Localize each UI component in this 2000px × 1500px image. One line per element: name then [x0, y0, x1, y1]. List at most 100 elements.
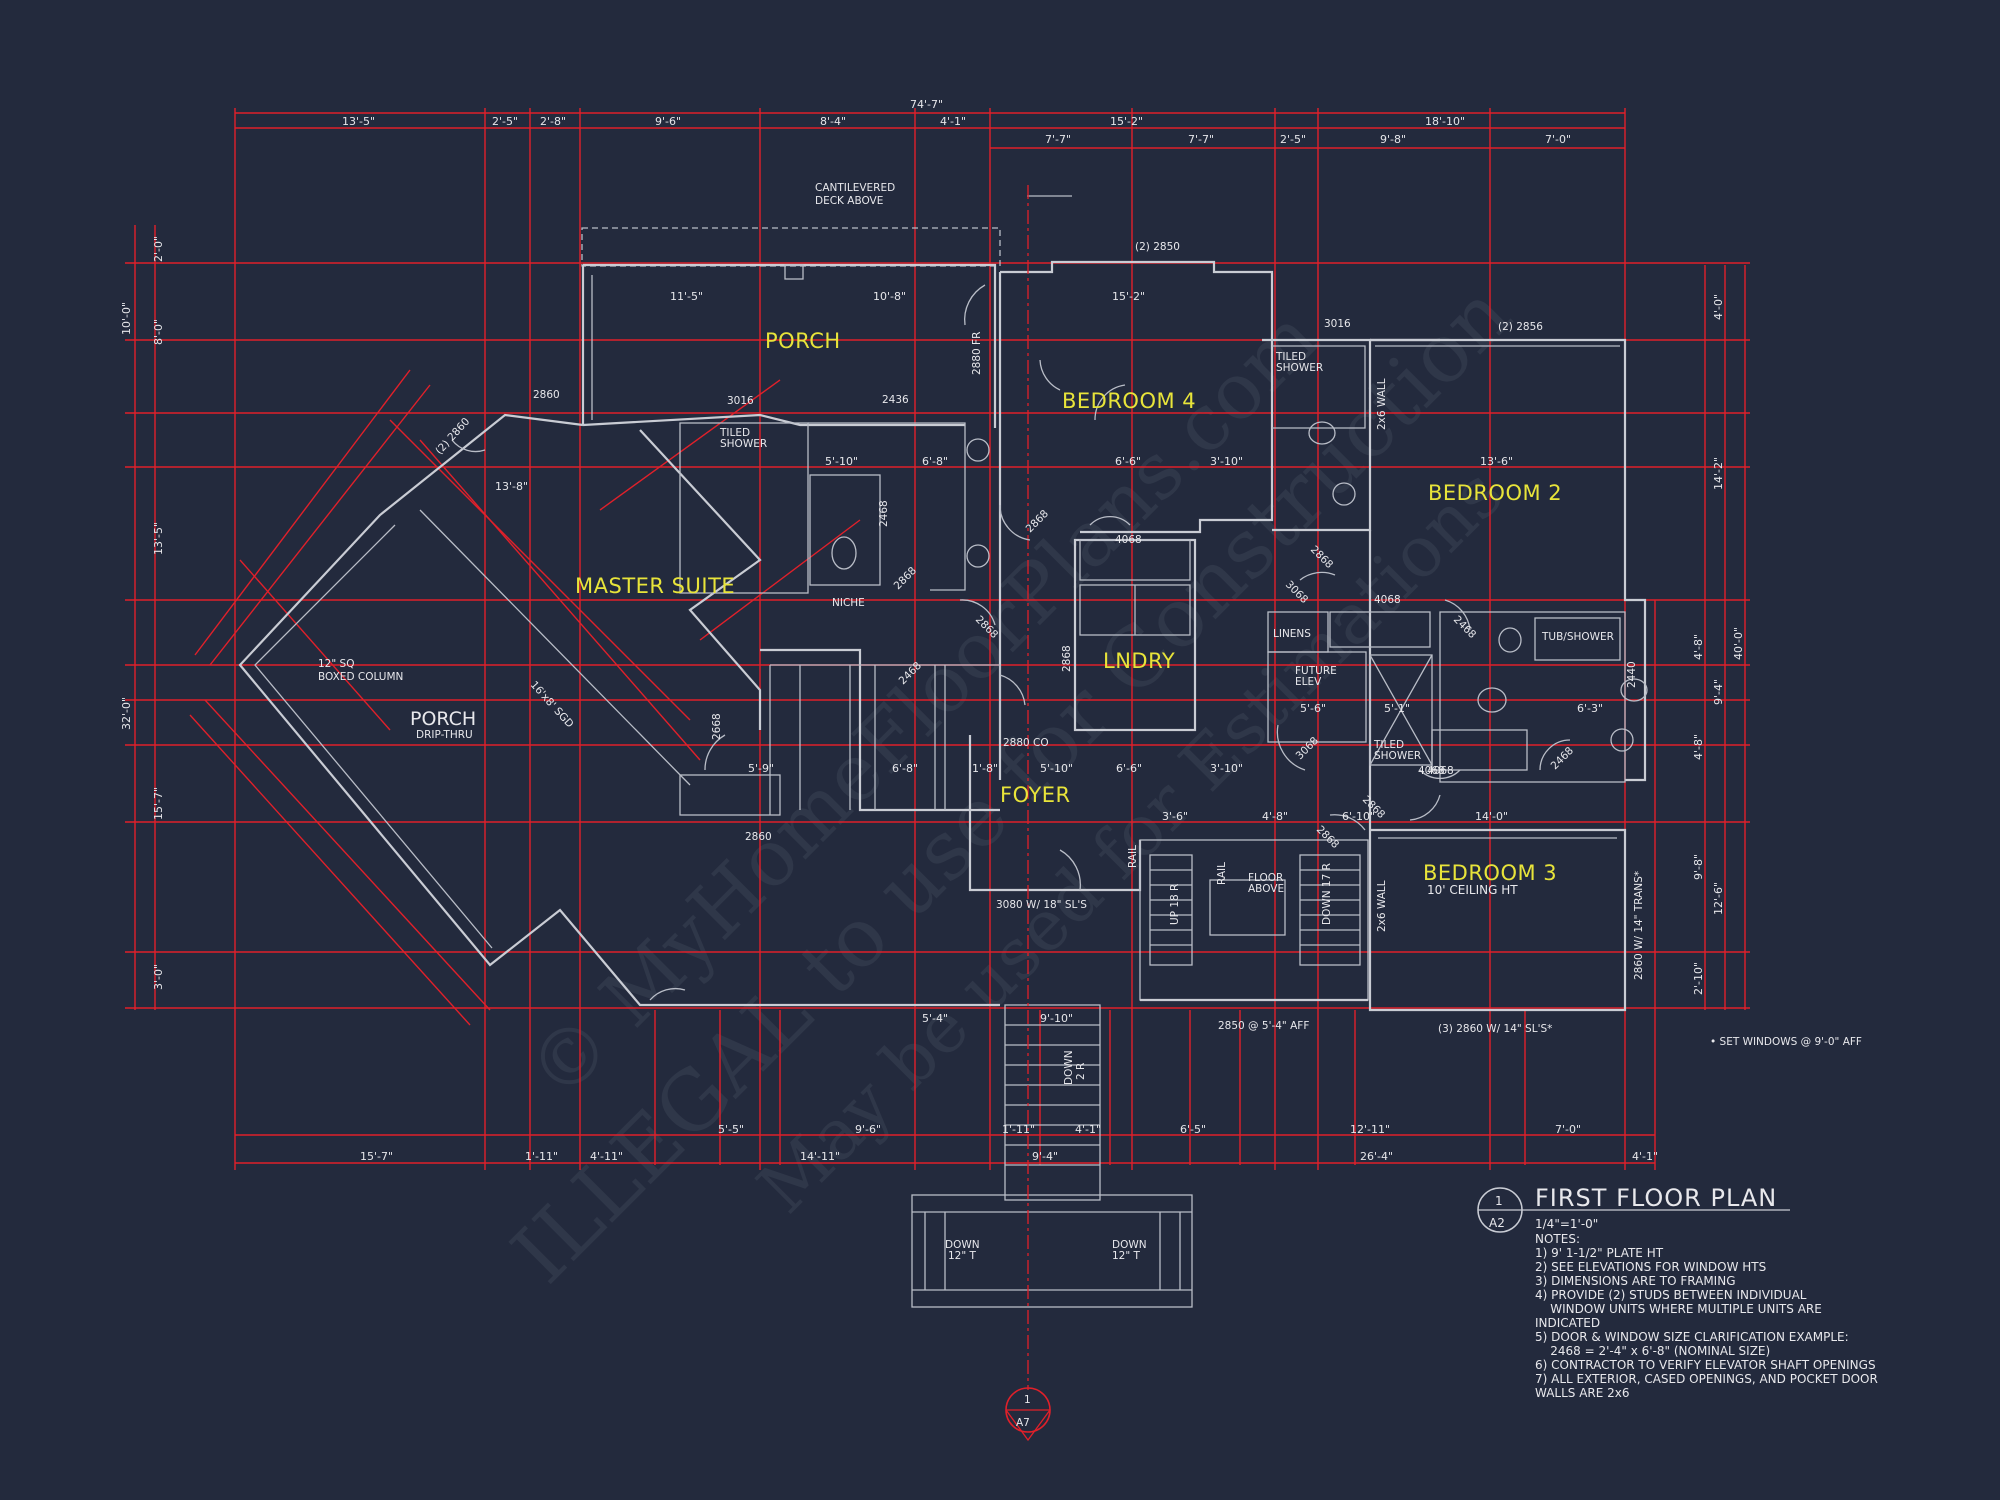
- dim-bottom: 26'-4": [1360, 1150, 1393, 1163]
- dim-bottom: 6'-5": [1180, 1123, 1206, 1136]
- note-rail-1: RAIL: [1127, 845, 1139, 868]
- dim-inner: 5'-1": [1384, 702, 1410, 715]
- note-rail-2: RAIL: [1216, 862, 1228, 885]
- window-tag: 3016: [727, 395, 754, 407]
- dim-top: 15'-2": [1110, 115, 1143, 128]
- note-tiled-1b: SHOWER: [720, 438, 767, 450]
- door-tag: 2468: [1451, 614, 1478, 641]
- note-line: 7) ALL EXTERIOR, CASED OPENINGS, AND POC…: [1535, 1372, 1878, 1386]
- walls: [238, 185, 1648, 1442]
- dim-left: 15'-7": [152, 787, 165, 820]
- door-tag: 2868: [1061, 645, 1073, 672]
- dim-right: 12'-6": [1712, 882, 1725, 915]
- dim-inner: 6'-3": [1577, 702, 1603, 715]
- note-window-2-2856: (2) 2856: [1498, 321, 1543, 333]
- dim-top: 8'-4": [820, 115, 846, 128]
- dim-top: 9'-8": [1380, 133, 1406, 146]
- dim-bottom: 9'-4": [1032, 1150, 1058, 1163]
- note-ext-stair-down: DOWN: [1063, 1050, 1075, 1085]
- dim-top: 9'-6": [655, 115, 681, 128]
- door-tag: 4068: [1374, 594, 1401, 606]
- dim-bottom: 5'-5": [718, 1123, 744, 1136]
- dim-inner: 3'-10": [1210, 762, 1243, 775]
- note-window-transom: 2860 W/ 14" TRANS*: [1633, 871, 1645, 980]
- note-column-2: BOXED COLUMN: [318, 671, 403, 683]
- room-foyer: FOYER: [1000, 783, 1071, 807]
- dim-inner: 6'-10": [1342, 810, 1375, 823]
- plan-title: FIRST FLOOR PLAN: [1535, 1184, 1777, 1212]
- annotations: CANTILEVERED DECK ABOVE 12" SQ BOXED COL…: [318, 182, 1862, 1429]
- dim-top: 7'-7": [1188, 133, 1214, 146]
- note-tiled-2a: TILED: [1275, 351, 1306, 363]
- note-tiled-3b: SHOWER: [1374, 750, 1421, 762]
- note-line: 2468 = 2'-4" x 6'-8" (NOMINAL SIZE): [1535, 1344, 1770, 1358]
- dim-right: 4'-8": [1692, 634, 1705, 660]
- dim-inner: 14'-0": [1475, 810, 1508, 823]
- bedroom-3-ceiling-note: 10' CEILING HT: [1427, 883, 1518, 897]
- dim-bottom: 9'-6": [855, 1123, 881, 1136]
- door-tag: 4068: [1427, 765, 1454, 777]
- door-tag: 4068: [1115, 534, 1142, 546]
- door-tag: 4068: [1418, 765, 1445, 777]
- note-stair-down: DOWN 17 R: [1321, 863, 1333, 925]
- note-window-2850-aff: 2850 @ 5'-4" AFF: [1218, 1020, 1309, 1032]
- dim-inner: 5'-4": [922, 1012, 948, 1025]
- room-bedroom-3: BEDROOM 3: [1423, 861, 1557, 885]
- title-detail-number: 1: [1495, 1194, 1503, 1208]
- door-tag: 2468: [878, 500, 890, 527]
- dim-left: 8'-0": [152, 319, 165, 345]
- room-bedroom-2: BEDROOM 2: [1428, 481, 1562, 505]
- dim-inner: 10'-8": [873, 290, 906, 303]
- dim-top: 7'-7": [1045, 133, 1071, 146]
- dim-inner: 1'-8": [972, 762, 998, 775]
- note-cantilever-1: CANTILEVERED: [815, 182, 895, 194]
- dim-bottom: 4'-1": [1075, 1123, 1101, 1136]
- note-down-right-tread: 12" T: [1112, 1250, 1141, 1262]
- dimension-labels-right: 4'-0" 14'-2" 40'-0" 4'-8" 9'-4" 4'-8" 12…: [1692, 294, 1745, 995]
- note-line: 4) PROVIDE (2) STUDS BETWEEN INDIVIDUAL: [1535, 1288, 1807, 1302]
- dim-bottom: 12'-11": [1350, 1123, 1390, 1136]
- dim-bottom: 4'-1": [1632, 1150, 1658, 1163]
- note-column-1: 12" SQ: [318, 658, 354, 670]
- dim-top: 2'-8": [540, 115, 566, 128]
- dim-inner: 13'-6": [1480, 455, 1513, 468]
- note-down-left: DOWN: [945, 1239, 980, 1251]
- note-line: 6) CONTRACTOR TO VERIFY ELEVATOR SHAFT O…: [1535, 1358, 1876, 1372]
- dim-right: 4'-8": [1692, 734, 1705, 760]
- section-marker-sheet: A7: [1016, 1417, 1030, 1429]
- watermark-line-3: May be used for Estimations: [742, 452, 1519, 1229]
- dim-inner: 5'-6": [1300, 702, 1326, 715]
- note-future-elev-1: FUTURE: [1295, 665, 1337, 677]
- note-line: 5) DOOR & WINDOW SIZE CLARIFICATION EXAM…: [1535, 1330, 1849, 1344]
- dim-inner: 6'-8": [922, 455, 948, 468]
- note-window-3-2860: (3) 2860 W/ 14" SL'S*: [1438, 1023, 1552, 1035]
- dim-left: 2'-0": [152, 236, 165, 262]
- dim-right: 4'-0": [1712, 294, 1725, 320]
- room-master-suite: MASTER SUITE: [575, 574, 735, 598]
- title-block: 1 A2 FIRST FLOOR PLAN 1/4"=1'-0" NOTES: …: [1477, 1184, 1878, 1400]
- dim-top: 18'-10": [1425, 115, 1465, 128]
- note-ext-stair-risers: 2 R: [1075, 1063, 1087, 1080]
- note-tub-shower: TUB/SHOWER: [1541, 631, 1614, 643]
- door-tag: 2668: [711, 713, 723, 740]
- note-line: 1) 9' 1-1/2" PLATE HT: [1535, 1246, 1664, 1260]
- note-cantilever-2: DECK ABOVE: [815, 195, 883, 207]
- note-line: WALLS ARE 2x6: [1535, 1386, 1630, 1400]
- dim-inner: 5'-10": [825, 455, 858, 468]
- note-floor-above-1: FLOOR: [1248, 872, 1283, 884]
- note-tiled-3a: TILED: [1373, 739, 1404, 751]
- dim-right: 2'-10": [1692, 962, 1705, 995]
- door-tag: 2468: [1549, 745, 1576, 772]
- dim-bottom: 1'-11": [1002, 1123, 1035, 1136]
- dim-inner: 6'-8": [892, 762, 918, 775]
- room-bedroom-4: BEDROOM 4: [1062, 389, 1196, 413]
- dim-top: 7'-0": [1545, 133, 1571, 146]
- dim-inner: 15'-2": [1112, 290, 1145, 303]
- dim-right: 14'-2": [1712, 457, 1725, 490]
- door-tag: 3068: [1283, 579, 1310, 606]
- note-down-right: DOWN: [1112, 1239, 1147, 1251]
- window-tag: 2860: [745, 831, 772, 843]
- note-line: 3) DIMENSIONS ARE TO FRAMING: [1535, 1274, 1736, 1288]
- note-cased-opening: 2880 CO: [1003, 737, 1049, 749]
